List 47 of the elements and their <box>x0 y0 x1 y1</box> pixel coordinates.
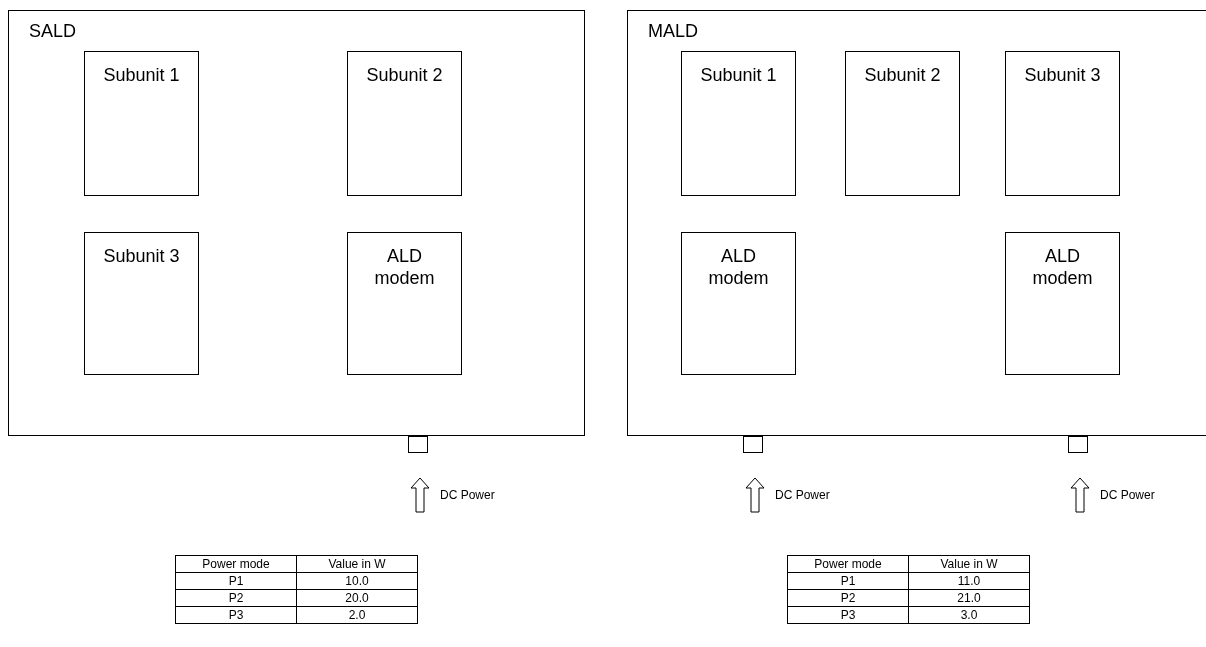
power-value: 3.0 <box>908 606 1030 624</box>
power-arrow <box>410 477 430 513</box>
column-header: Power mode <box>175 555 297 573</box>
unit-label: Subunit 2 <box>863 64 942 86</box>
unit-box <box>681 51 796 196</box>
column-header: Value in W <box>908 555 1030 573</box>
unit-box <box>681 232 796 375</box>
unit-box <box>84 232 199 375</box>
mode-name: P3 <box>175 606 297 624</box>
unit-box <box>1005 51 1120 196</box>
unit-label: ALD modem <box>373 245 436 289</box>
column-header: Power mode <box>787 555 909 573</box>
mode-name: P2 <box>787 589 909 607</box>
unit-label: Subunit 2 <box>365 64 444 86</box>
mode-name: P1 <box>175 572 297 590</box>
power-value: 21.0 <box>908 589 1030 607</box>
unit-label: Subunit 1 <box>699 64 778 86</box>
edge-label: DC Power <box>1100 488 1155 502</box>
unit-label: Subunit 3 <box>1023 64 1102 86</box>
unit-box <box>347 51 462 196</box>
power-value: 2.0 <box>296 606 418 624</box>
mode-name: P3 <box>787 606 909 624</box>
column-header: Value in W <box>296 555 418 573</box>
unit-label: ALD modem <box>707 245 770 289</box>
mode-name: P1 <box>787 572 909 590</box>
unit-box <box>84 51 199 196</box>
unit-label: ALD modem <box>1031 245 1094 289</box>
power-arrow <box>745 477 765 513</box>
unit-box <box>845 51 960 196</box>
frame-title: SALD <box>29 21 77 42</box>
power-value: 20.0 <box>296 589 418 607</box>
mode-name: P2 <box>175 589 297 607</box>
unit-box <box>347 232 462 375</box>
unit-label: Subunit 3 <box>102 245 181 267</box>
frame-title: MALD <box>648 21 698 42</box>
connector-box <box>408 436 428 453</box>
edge-label: DC Power <box>440 488 495 502</box>
unit-box <box>1005 232 1120 375</box>
device-frame <box>627 10 1206 436</box>
power-value: 11.0 <box>908 572 1030 590</box>
edge-label: DC Power <box>775 488 830 502</box>
power-value: 10.0 <box>296 572 418 590</box>
unit-label: Subunit 1 <box>102 64 181 86</box>
power-arrow <box>1070 477 1090 513</box>
connector-box <box>1068 436 1088 453</box>
device-frame <box>8 10 585 436</box>
connector-box <box>743 436 763 453</box>
